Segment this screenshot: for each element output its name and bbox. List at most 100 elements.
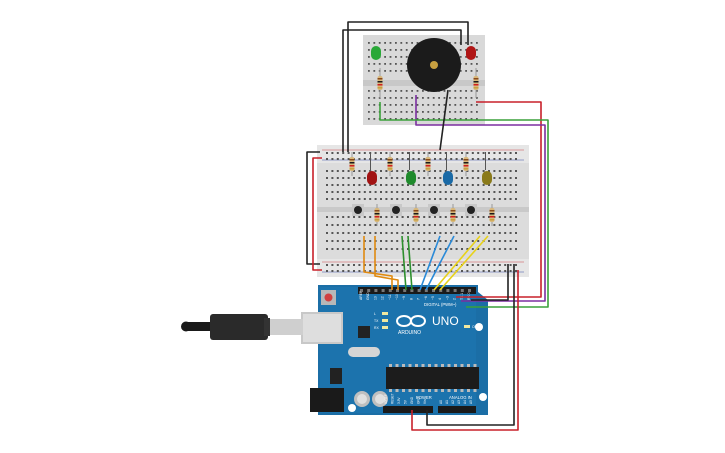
board-led [382, 326, 388, 329]
hole [336, 216, 339, 218]
wire-black-gnd[interactable] [471, 264, 509, 301]
digital-pin-label: 8 [409, 298, 413, 300]
hole [465, 42, 467, 44]
wire-black-top-2[interactable] [347, 21, 469, 152]
led[interactable] [466, 46, 476, 60]
wire-yellow-1[interactable] [433, 235, 481, 291]
push-button-cap[interactable] [392, 206, 400, 214]
hole [455, 198, 458, 200]
hole [395, 118, 397, 120]
hole [407, 198, 409, 200]
main-breadboard[interactable] [317, 145, 529, 277]
wire-purple-right[interactable] [415, 95, 546, 302]
board-led [464, 325, 470, 328]
hole [380, 232, 382, 234]
usb-cable[interactable] [181, 314, 303, 340]
hole [439, 224, 442, 226]
wire-blue-1[interactable] [419, 235, 441, 291]
led[interactable] [406, 171, 416, 185]
components [349, 38, 495, 226]
wire-buzzer[interactable] [439, 89, 449, 151]
hole [449, 118, 451, 120]
hole [384, 111, 386, 113]
rail-hole [450, 158, 453, 160]
hole [423, 184, 426, 186]
hole [390, 240, 393, 242]
led[interactable] [367, 171, 377, 185]
reset-button-cap[interactable] [324, 293, 333, 302]
hole [407, 184, 409, 186]
rail-hole [515, 270, 517, 272]
wire-red-left[interactable] [312, 157, 322, 271]
led[interactable] [443, 171, 453, 185]
wire-blue-2[interactable] [425, 235, 455, 291]
regulator [330, 368, 342, 384]
hole [389, 104, 392, 106]
wire-orange-2[interactable] [374, 236, 399, 290]
hole [358, 198, 361, 200]
hole [450, 184, 453, 186]
wire-green-2[interactable] [407, 235, 413, 291]
hole [363, 184, 366, 186]
hole [401, 224, 404, 226]
wire-orange-1[interactable] [363, 236, 393, 290]
rail-hole [336, 264, 339, 266]
hole [444, 170, 447, 172]
hole [439, 248, 442, 250]
resistor-band [413, 219, 419, 221]
push-button-cap[interactable] [354, 206, 362, 214]
wire-yellow-2[interactable] [439, 235, 489, 291]
hole [405, 97, 408, 99]
digital-pin-label: 2 [453, 298, 457, 300]
rail-hole [444, 158, 447, 160]
mcu-pin [434, 364, 438, 367]
rail-hole [336, 270, 339, 272]
hole [416, 111, 419, 113]
wires [306, 21, 549, 431]
rail-hole [396, 152, 399, 154]
hole [423, 170, 426, 172]
hole [411, 97, 413, 99]
hole [396, 232, 399, 234]
resistor-band [377, 81, 383, 83]
hole [417, 224, 420, 226]
hole [390, 248, 393, 250]
wire-red-bottom[interactable] [411, 270, 519, 431]
digital-pin-label: RX 0 [467, 292, 471, 300]
hole [405, 118, 408, 120]
hole [471, 170, 474, 172]
led[interactable] [482, 171, 492, 185]
hole [407, 170, 409, 172]
hole [434, 232, 436, 234]
wire-black-bottom[interactable] [426, 264, 515, 426]
hole [471, 216, 474, 218]
hole [423, 198, 426, 200]
wire-black-top[interactable] [342, 29, 462, 152]
hole [515, 184, 517, 186]
hole [482, 232, 485, 234]
push-button-cap[interactable] [467, 206, 475, 214]
hole [353, 177, 355, 179]
hole [412, 170, 415, 172]
rail-hole [515, 158, 517, 160]
hole [326, 191, 328, 193]
hole [400, 104, 403, 106]
hole [450, 191, 453, 193]
wire-green-1[interactable] [401, 235, 407, 291]
hole [326, 184, 328, 186]
hole [488, 232, 490, 234]
hole [476, 63, 478, 65]
hole [423, 177, 426, 179]
hole [412, 191, 415, 193]
hole [509, 216, 512, 218]
led[interactable] [371, 46, 381, 60]
push-button-cap[interactable] [430, 206, 438, 214]
hole [427, 111, 430, 113]
wire-green-right[interactable] [379, 102, 549, 308]
rail-hole [380, 158, 382, 160]
hole [363, 224, 366, 226]
rail-hole [434, 264, 436, 266]
wire-red-right[interactable] [456, 101, 542, 298]
hole [411, 90, 413, 92]
